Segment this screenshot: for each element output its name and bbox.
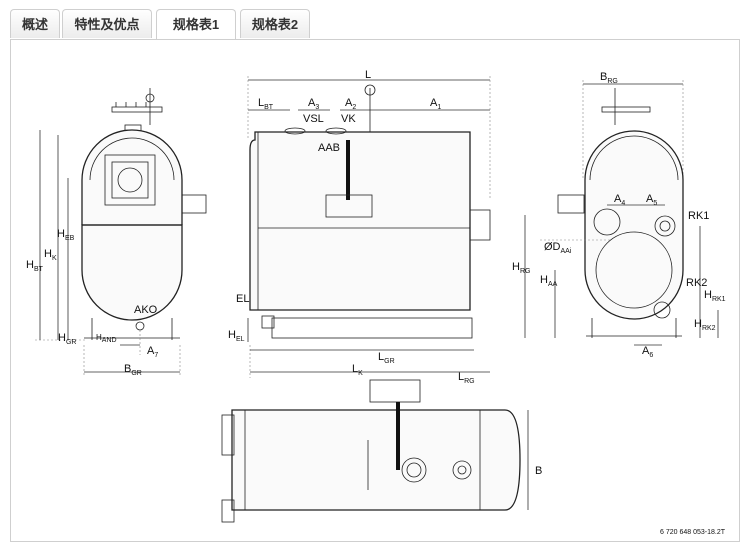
dim-a6: A6 bbox=[642, 345, 653, 359]
label-rk1: RK1 bbox=[688, 210, 709, 222]
dim-a7: A7 bbox=[147, 345, 158, 359]
tab-overview[interactable]: 概述 bbox=[10, 9, 60, 38]
label-ako: AKO bbox=[134, 304, 158, 316]
tab-features[interactable]: 特性及优点 bbox=[62, 9, 152, 38]
dim-l: L bbox=[365, 69, 371, 81]
side-view bbox=[247, 76, 491, 378]
label-el: EL bbox=[236, 293, 249, 305]
dim-a2: A2 bbox=[345, 97, 356, 111]
dim-a4: A4 bbox=[614, 193, 625, 207]
top-view bbox=[221, 379, 529, 523]
dim-hk: HK bbox=[44, 248, 57, 262]
dim-a5: A5 bbox=[646, 193, 657, 207]
tab-spec-sheet-2[interactable]: 规格表2 bbox=[240, 9, 310, 38]
dim-hgr: HGR bbox=[58, 332, 76, 346]
tab-spec-sheet-1[interactable]: 规格表1 bbox=[156, 9, 236, 40]
label-rk2: RK2 bbox=[686, 277, 707, 289]
dim-heb: HEB bbox=[57, 228, 75, 242]
label-vk: VK bbox=[341, 113, 356, 125]
front-view bbox=[35, 88, 207, 376]
dim-haa: HAA bbox=[540, 274, 558, 288]
dim-brg: BRG bbox=[600, 71, 618, 85]
dim-daai: ØDAAi bbox=[544, 241, 572, 255]
dim-hrk2: HRK2 bbox=[694, 318, 716, 332]
dim-b: B bbox=[535, 465, 542, 477]
dim-bgr: BGR bbox=[124, 363, 142, 377]
dim-lk: LK bbox=[352, 363, 363, 377]
dim-hel: HEL bbox=[228, 329, 245, 343]
label-aab: AAB bbox=[318, 142, 340, 154]
label-vsl: VSL bbox=[303, 113, 324, 125]
dim-lgr: LGR bbox=[378, 351, 395, 365]
document-number: 6 720 648 053-18.2T bbox=[660, 529, 726, 536]
dim-a3: A3 bbox=[308, 97, 319, 111]
dim-hrg: HRG bbox=[512, 261, 530, 275]
dim-hand: HAND bbox=[96, 333, 117, 344]
dim-hbt: HBT bbox=[26, 259, 44, 273]
dim-lrg: LRG bbox=[458, 371, 475, 385]
dim-a1: A1 bbox=[430, 97, 441, 111]
rear-view bbox=[524, 80, 719, 346]
dim-hrk1: HRK1 bbox=[704, 289, 726, 303]
dim-lbt: LBT bbox=[258, 97, 274, 111]
